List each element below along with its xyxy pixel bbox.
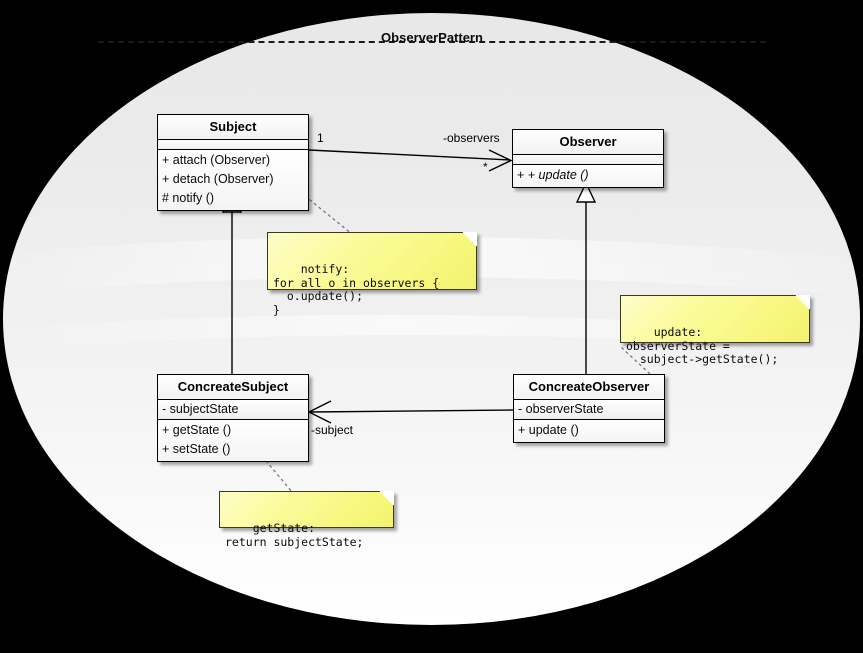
class-concreate-observer-operations: + update () (514, 420, 664, 442)
class-concreate-subject-name: ConcreateSubject (158, 375, 308, 400)
note-fold-icon (795, 295, 810, 310)
class-observer-operations: + + update () (513, 165, 663, 187)
class-observer-op-0: + + update () (513, 166, 663, 185)
edge-label-subject-role: -subject (311, 423, 354, 437)
class-subject-operations: + attach (Observer) + detach (Observer) … (158, 150, 308, 210)
visibility-marker: + (517, 168, 528, 182)
edge-label-observers-multiplicity: * (483, 160, 488, 174)
class-observer-attributes (513, 155, 663, 165)
note-update[interactable]: update: observerState = subject->getStat… (620, 295, 810, 366)
class-concreate-subject-attr-0: - subjectState (162, 402, 239, 416)
note-fold-icon (462, 232, 477, 247)
class-concreate-subject-attributes: - subjectState (158, 400, 308, 420)
class-subject-op-2: # notify () (162, 191, 215, 205)
class-concreate-observer-op-0: + update () (518, 423, 579, 437)
note-fold-icon (379, 491, 394, 506)
note-notify[interactable]: notify: for all o in observers { o.updat… (267, 232, 477, 316)
package-titlebar: ObserverPattern (98, 28, 766, 54)
class-concreate-subject-op-0: + getState () (162, 423, 232, 437)
class-subject-op-1: + detach (Observer) (162, 172, 274, 186)
class-subject-op-0: + attach (Observer) (162, 153, 271, 167)
class-concreate-subject-op-1: + setState () (162, 442, 231, 456)
edge-label-subject-multiplicity: 1 (317, 131, 324, 145)
note-get-state-text: getState: return subjectState; (225, 521, 364, 549)
class-subject-name: Subject (158, 115, 308, 140)
class-subject[interactable]: Subject + attach (Observer) + detach (Ob… (157, 114, 309, 211)
class-concreate-observer-name: ConcreateObserver (514, 375, 664, 400)
class-concreate-subject-operations: + getState () + setState () (158, 420, 308, 461)
edge-label-observers-role: -observers (443, 131, 500, 145)
class-concreate-observer-attr-0: - observerState (518, 402, 604, 416)
note-update-text: update: observerState = subject->getStat… (626, 325, 779, 366)
note-get-state[interactable]: getState: return subjectState; (219, 491, 394, 548)
class-observer-name: Observer (513, 130, 663, 155)
class-subject-attributes (158, 140, 308, 150)
class-concreate-observer-attributes: - observerState (514, 400, 664, 420)
class-concreate-subject[interactable]: ConcreateSubject - subjectState + getSta… (157, 374, 309, 462)
note-notify-text: notify: for all o in observers { o.updat… (273, 262, 440, 317)
class-observer-op-0-label: + update () (527, 168, 589, 182)
package-title: ObserverPattern (381, 30, 483, 45)
package-dashed-rule (98, 41, 766, 43)
class-observer[interactable]: Observer + + update () (512, 129, 664, 188)
class-concreate-observer[interactable]: ConcreateObserver - observerState + upda… (513, 374, 665, 443)
